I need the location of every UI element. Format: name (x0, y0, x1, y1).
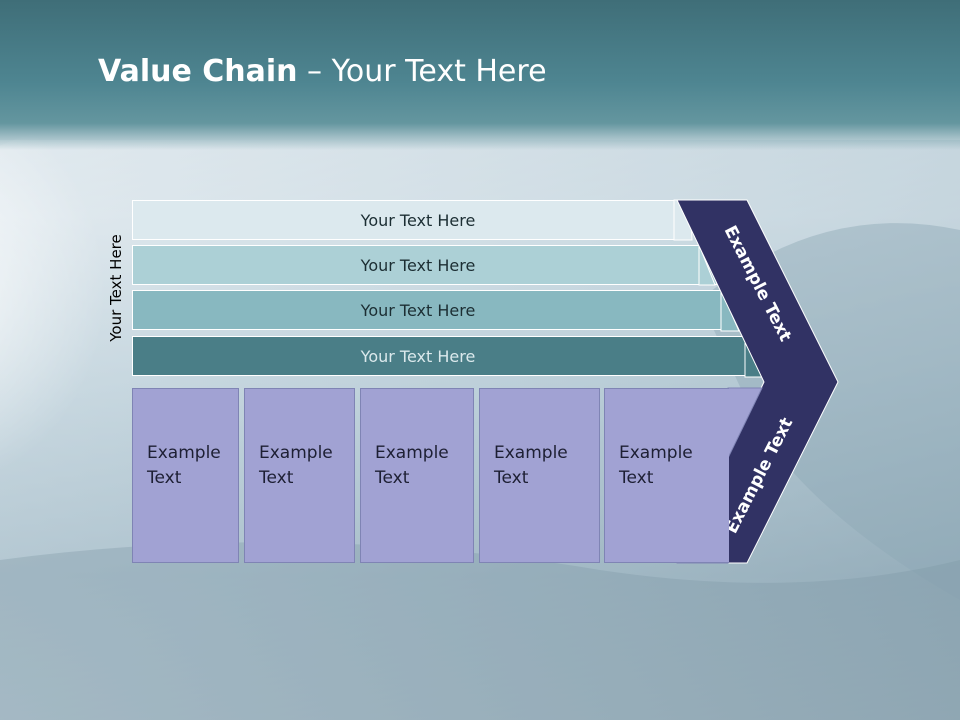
activity-box-2-line1: Example (259, 443, 333, 463)
activity-box-2-line2: Text (259, 468, 294, 488)
support-bar-2: Your Text Here (132, 245, 717, 285)
title-bold: Value Chain (98, 54, 298, 89)
support-bar-3: Your Text Here (132, 290, 739, 330)
support-bar-4: Your Text Here (132, 336, 763, 376)
support-bar-4-label: Your Text Here (360, 346, 476, 366)
support-bar-3-label: Your Text Here (360, 300, 476, 320)
reflection (132, 564, 832, 694)
support-bar-1-label: Your Text Here (360, 210, 476, 230)
activity-box-1-line2: Text (147, 468, 182, 488)
activity-box-3-line1: Example (375, 443, 449, 463)
title-rest: – Your Text Here (297, 54, 547, 89)
activity-box-5-line2: Text (619, 468, 654, 488)
support-bar-1: Your Text Here (132, 200, 692, 240)
activity-box-3-line2: Text (375, 468, 410, 488)
page-title: Value Chain – Your Text Here (98, 54, 547, 89)
support-bar-2-label: Your Text Here (360, 255, 476, 275)
activity-box-4-line1: Example (494, 443, 568, 463)
margin-chevron (676, 199, 839, 564)
activity-box-1-line1: Example (147, 443, 221, 463)
activity-box-5-line1: Example (619, 443, 693, 463)
title-banner (0, 0, 960, 150)
activity-box-4-line2: Text (494, 468, 529, 488)
